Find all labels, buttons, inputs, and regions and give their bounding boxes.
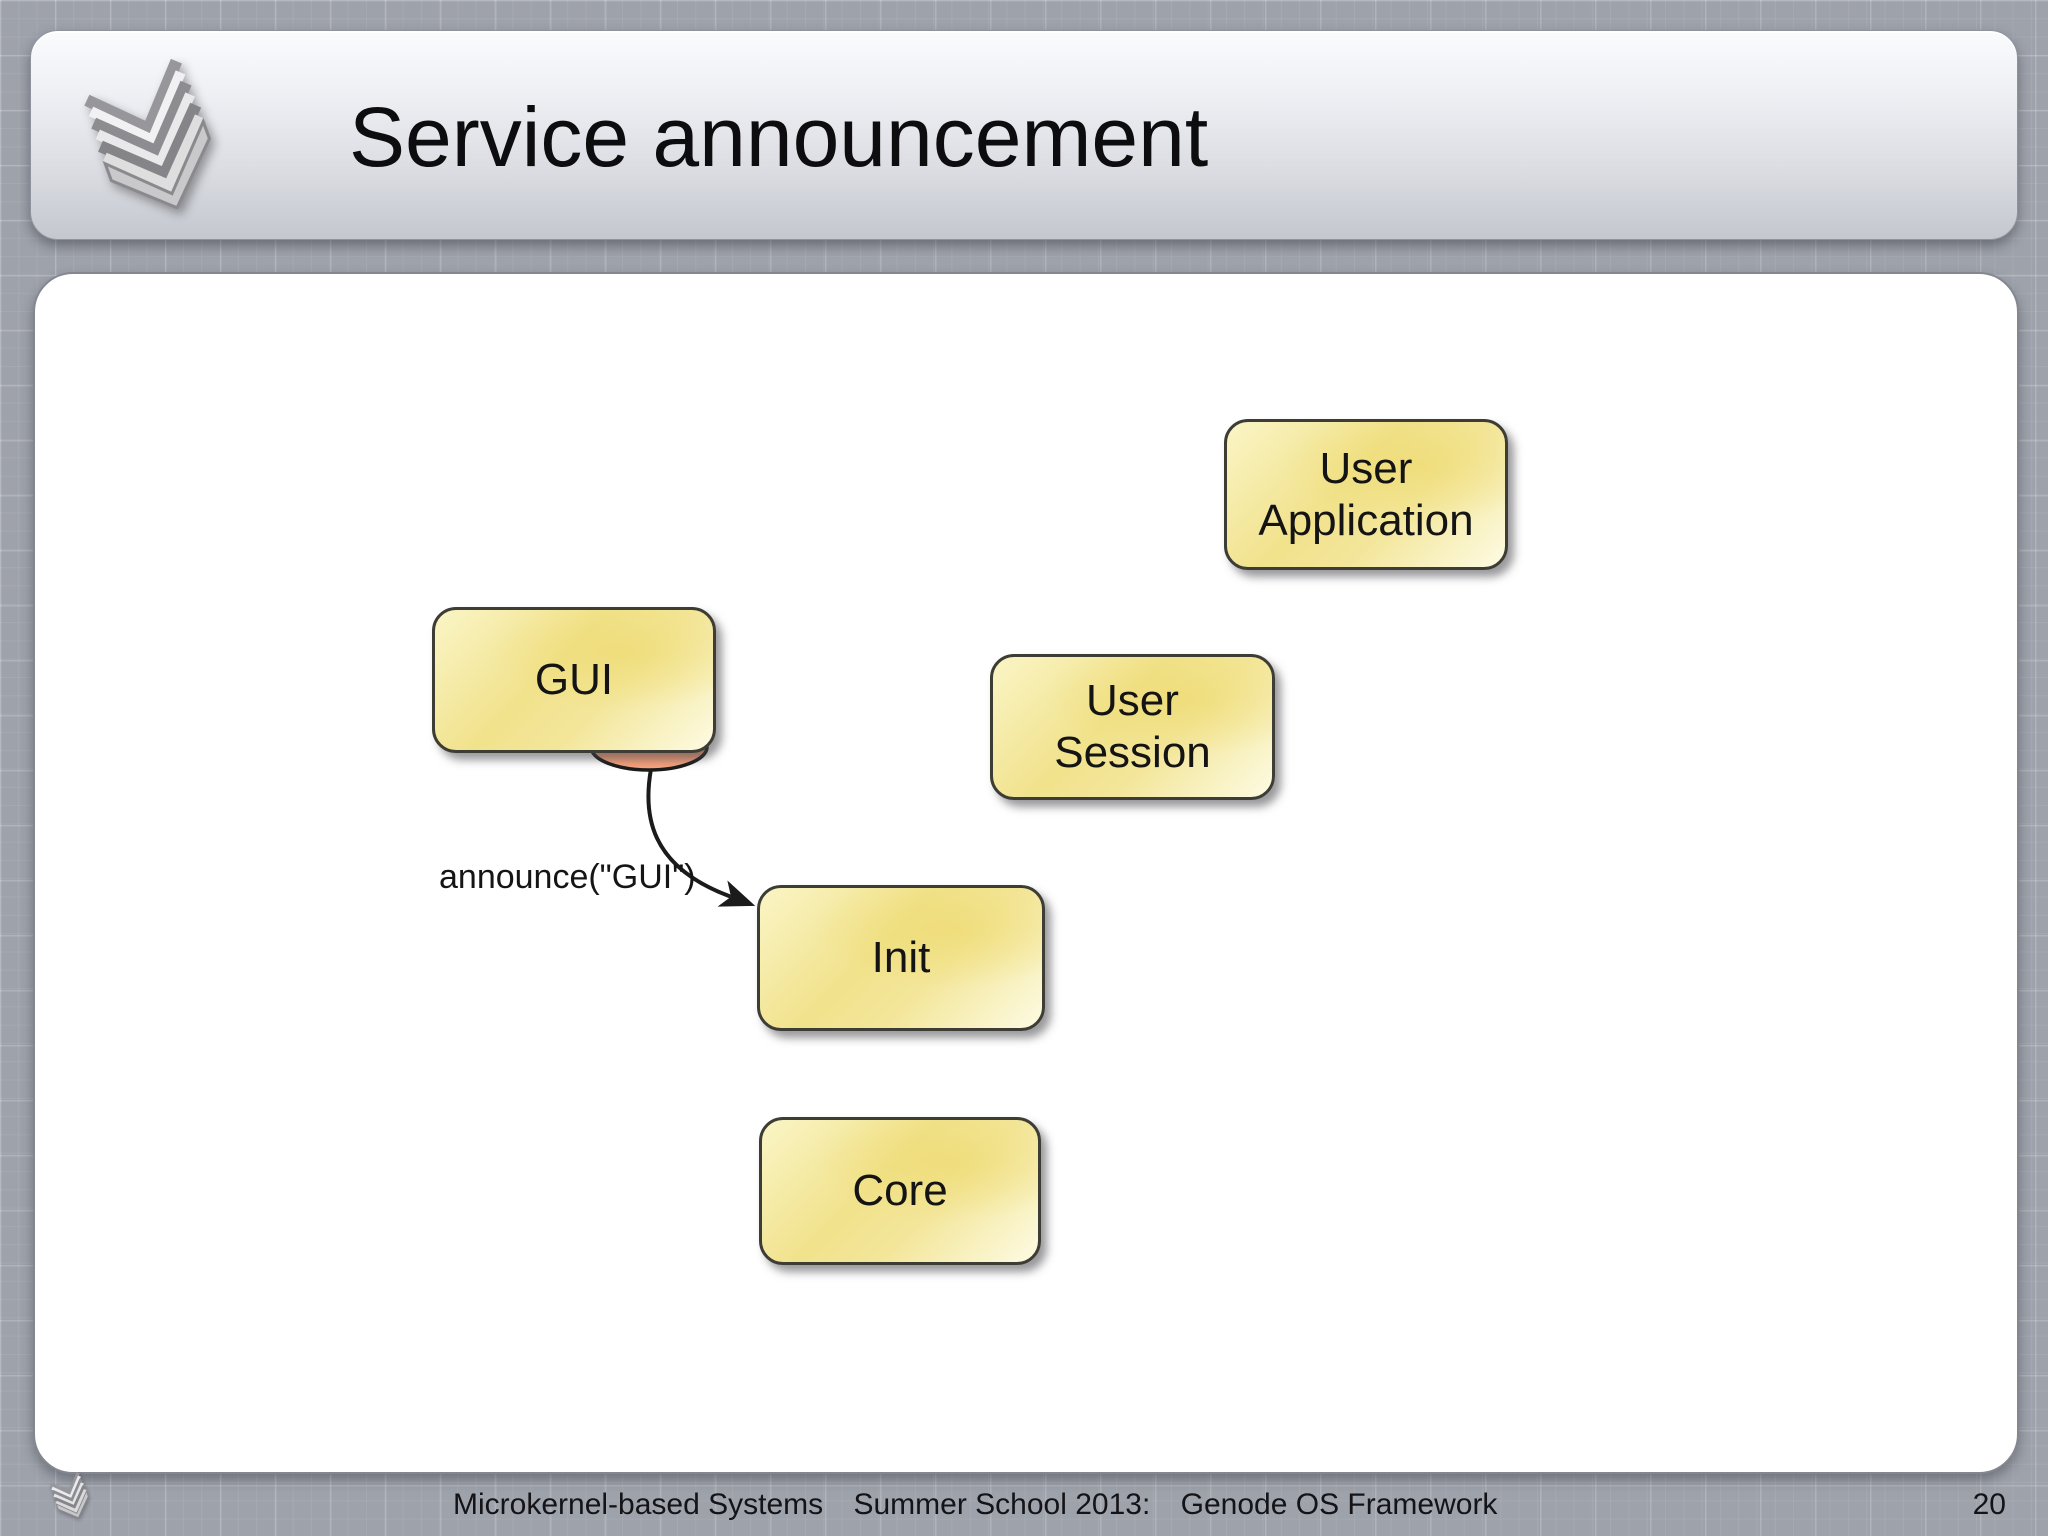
- node-label: Init: [871, 933, 931, 983]
- summer-school-logo-icon: [84, 59, 212, 209]
- node-user-session: User Session: [990, 654, 1275, 800]
- node-label: User Application: [1258, 443, 1474, 545]
- node-init: Init: [757, 885, 1045, 1031]
- footer-text: Microkernel-based Systems Summer School …: [453, 1488, 1497, 1522]
- node-label: GUI: [534, 655, 614, 705]
- announce-label: announce("GUI"): [439, 858, 696, 896]
- diagram-overlay: [589, 722, 756, 907]
- node-core: Core: [759, 1117, 1041, 1265]
- node-label: User Session: [1054, 676, 1211, 777]
- node-gui: GUI: [432, 607, 716, 753]
- footer-event: Summer School 2013:: [853, 1488, 1151, 1521]
- footer-logo-icon: [49, 1472, 89, 1518]
- content-panel: User Application GUI User Session Init C…: [33, 272, 2019, 1474]
- node-user-application: User Application: [1224, 419, 1508, 570]
- node-label: Core: [852, 1166, 948, 1216]
- footer-course: Microkernel-based Systems: [453, 1488, 824, 1521]
- page-number: 20: [1972, 1488, 2006, 1521]
- footer-topic: Genode OS Framework: [1180, 1488, 1498, 1521]
- header-bar: Service announcement: [30, 30, 2018, 240]
- slide-title: Service announcement: [349, 90, 1209, 184]
